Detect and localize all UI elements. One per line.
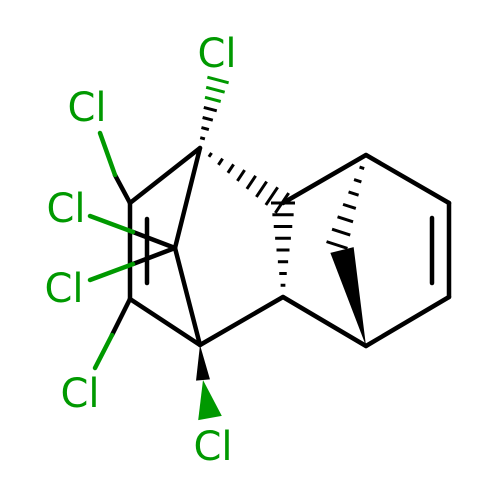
hashed-wedge-bond <box>264 186 279 206</box>
hashed-wedge-bond <box>342 202 357 210</box>
hashed-wedge-bond <box>236 169 246 182</box>
hashed-wedge-bond <box>348 190 360 197</box>
hashed-wedge-bond <box>217 157 224 166</box>
wedge-bond <box>330 247 366 346</box>
hashed-wedge-bond <box>255 180 268 198</box>
hashed-wedge-bond <box>359 165 365 171</box>
chlorine-atom-label: Cl <box>193 424 232 470</box>
hashed-wedge-bond <box>202 116 214 122</box>
bond <box>172 145 203 251</box>
chlorine-atom-label: Cl <box>60 371 99 417</box>
hashed-wedge-bond <box>201 126 210 132</box>
bond <box>197 294 286 348</box>
hashed-wedge-bond <box>245 174 257 190</box>
bond <box>127 145 203 206</box>
hashed-wedge-bond <box>326 240 348 250</box>
wedge-bond <box>196 345 210 381</box>
atom-label-layer: Cl Cl Cl Cl Cl Cl <box>44 31 236 470</box>
hashed-wedge-bond <box>203 105 218 113</box>
hashed-wedge-bond <box>226 163 235 174</box>
chlorine-atom-label: Cl <box>44 266 83 312</box>
bond <box>363 294 452 349</box>
bond <box>280 152 369 206</box>
stereo-bond-layer <box>196 75 366 421</box>
hashed-wedge-bond <box>205 85 226 94</box>
chlorine-atom-label: Cl <box>46 186 85 232</box>
bond <box>127 296 203 348</box>
bond <box>130 229 178 251</box>
hashed-wedge-bond <box>204 95 222 103</box>
bond <box>363 152 452 206</box>
wedge-bond <box>198 380 222 421</box>
bond <box>112 172 133 206</box>
bond <box>92 332 115 371</box>
bond <box>97 130 118 178</box>
hashed-wedge-bond <box>331 227 351 237</box>
hashed-wedge-bond <box>206 75 230 85</box>
bond <box>130 245 178 267</box>
chlorine-atom-label: Cl <box>197 31 236 77</box>
bond <box>87 213 136 235</box>
bond <box>280 294 369 349</box>
bond <box>109 296 133 338</box>
hashed-wedge-bond <box>199 136 206 141</box>
bond <box>87 261 136 283</box>
hashed-wedge-bond <box>207 152 213 158</box>
hashed-wedge-bond <box>353 178 362 184</box>
bond-layer <box>87 130 452 371</box>
hashed-wedge-bond <box>337 215 354 224</box>
chlorine-atom-label: Cl <box>67 85 106 131</box>
bond <box>172 245 203 348</box>
